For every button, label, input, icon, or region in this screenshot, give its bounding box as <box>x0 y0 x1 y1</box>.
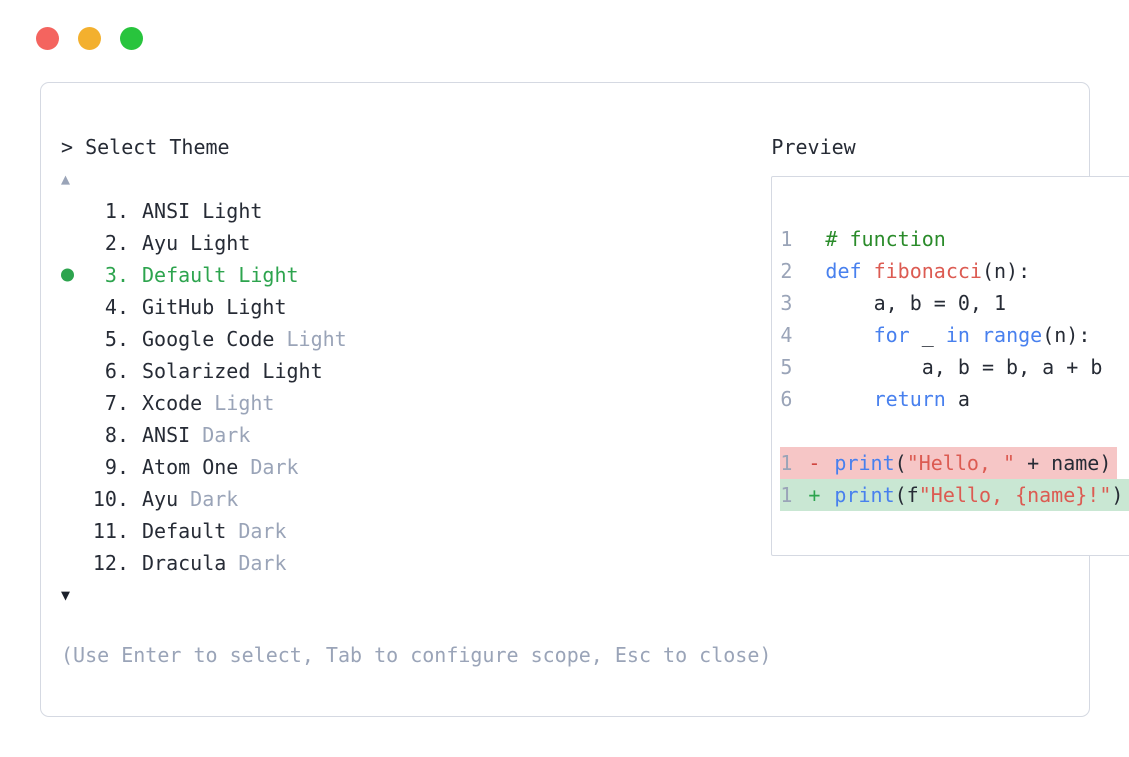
diff-line-added: 1+print(f"Hello, {name}!") <box>780 479 1129 511</box>
theme-item-atom-one[interactable]: 9. Atom One Dark <box>61 451 771 483</box>
zoom-button[interactable] <box>120 27 143 50</box>
theme-picker-panel: > Select Theme ▲ 1. ANSI Light 2. Ayu Light… <box>40 82 1129 717</box>
bullet-spacer <box>61 547 87 579</box>
theme-item-google-code[interactable]: 5. Google Code Light <box>61 323 771 355</box>
diff-minus-icon: - <box>808 451 821 475</box>
theme-item-label: Ayu Light <box>142 231 251 255</box>
bullet-spacer <box>61 387 87 419</box>
theme-list: 1. ANSI Light 2. Ayu Light 3. Default Light 4.… <box>61 195 771 579</box>
theme-item-label: Default Light <box>142 263 299 287</box>
code-line: 1# function <box>780 227 946 251</box>
theme-item-label: ANSI Light <box>142 199 263 223</box>
theme-item-github-light[interactable]: 4. GitHub Light <box>61 291 771 323</box>
theme-item-ayu-light[interactable]: 2. Ayu Light <box>61 227 771 259</box>
code-line: 6 return a <box>780 387 970 411</box>
theme-item-default[interactable]: 11. Default Dark <box>61 515 771 547</box>
theme-item-ayu[interactable]: 10. Ayu Dark <box>61 483 771 515</box>
theme-item-default-light[interactable]: 3. Default Light <box>61 259 771 291</box>
theme-item-label: Solarized Light <box>142 359 323 383</box>
theme-item-ansi[interactable]: 8. ANSI Dark <box>61 419 771 451</box>
bullet-spacer <box>61 291 87 323</box>
scroll-up-icon[interactable]: ▲ <box>61 170 71 188</box>
preview-title: Preview <box>771 135 856 159</box>
bullet-spacer <box>61 419 87 451</box>
theme-item-number: 9. <box>104 455 129 479</box>
diff-plus-icon: + <box>808 483 821 507</box>
theme-list-column: > Select Theme ▲ 1. ANSI Light 2. Ayu Light… <box>61 131 771 671</box>
code-line: 4 for _ in range(n): <box>780 323 1091 347</box>
theme-item-label: ANSI Dark <box>142 423 251 447</box>
theme-item-number: 10. <box>92 487 129 511</box>
bullet-spacer <box>61 483 87 515</box>
close-button[interactable] <box>36 27 59 50</box>
help-text: (Use Enter to select, Tab to configure s… <box>61 643 772 667</box>
bullet-spacer <box>61 355 87 387</box>
theme-item-label: Dracula Dark <box>142 551 287 575</box>
theme-item-number: 11. <box>92 519 129 543</box>
theme-item-xcode[interactable]: 7. Xcode Light <box>61 387 771 419</box>
bullet-spacer <box>61 451 87 483</box>
theme-item-number: 1. <box>104 199 129 223</box>
scroll-down-icon[interactable]: ▼ <box>61 586 71 604</box>
theme-item-label: Xcode Light <box>142 391 275 415</box>
theme-item-number: 7. <box>104 391 129 415</box>
theme-item-number: 4. <box>104 295 129 319</box>
theme-item-number: 12. <box>92 551 129 575</box>
theme-item-number: 8. <box>104 423 129 447</box>
theme-item-label: Ayu Dark <box>142 487 239 511</box>
code-line: 3 a, b = 0, 1 <box>780 291 1007 315</box>
theme-item-label: GitHub Light <box>142 295 287 319</box>
bullet-spacer <box>61 515 87 547</box>
theme-item-number: 5. <box>104 327 129 351</box>
theme-item-ansi-light[interactable]: 1. ANSI Light <box>61 195 771 227</box>
theme-item-label: Default Dark <box>142 519 287 543</box>
bullet-spacer <box>61 323 87 355</box>
theme-item-number: 2. <box>104 231 129 255</box>
theme-item-solarized-light[interactable]: 6. Solarized Light <box>61 355 771 387</box>
blank-line <box>780 415 1129 447</box>
theme-item-label: Atom One Dark <box>142 455 299 479</box>
selected-dot-icon <box>61 259 87 291</box>
theme-item-number: 3. <box>104 263 129 287</box>
select-theme-prompt: > Select Theme <box>61 135 230 159</box>
minimize-button[interactable] <box>78 27 101 50</box>
theme-item-dracula[interactable]: 12. Dracula Dark <box>61 547 771 579</box>
selected-dot-icon <box>61 268 74 282</box>
theme-item-number: 6. <box>104 359 129 383</box>
diff-line-removed: 1-print("Hello, " + name) <box>780 447 1129 479</box>
bullet-spacer <box>61 195 87 227</box>
bullet-spacer <box>61 227 87 259</box>
window-controls <box>36 27 143 50</box>
theme-item-label: Google Code Light <box>142 327 347 351</box>
code-line: 5 a, b = b, a + b <box>780 355 1103 379</box>
